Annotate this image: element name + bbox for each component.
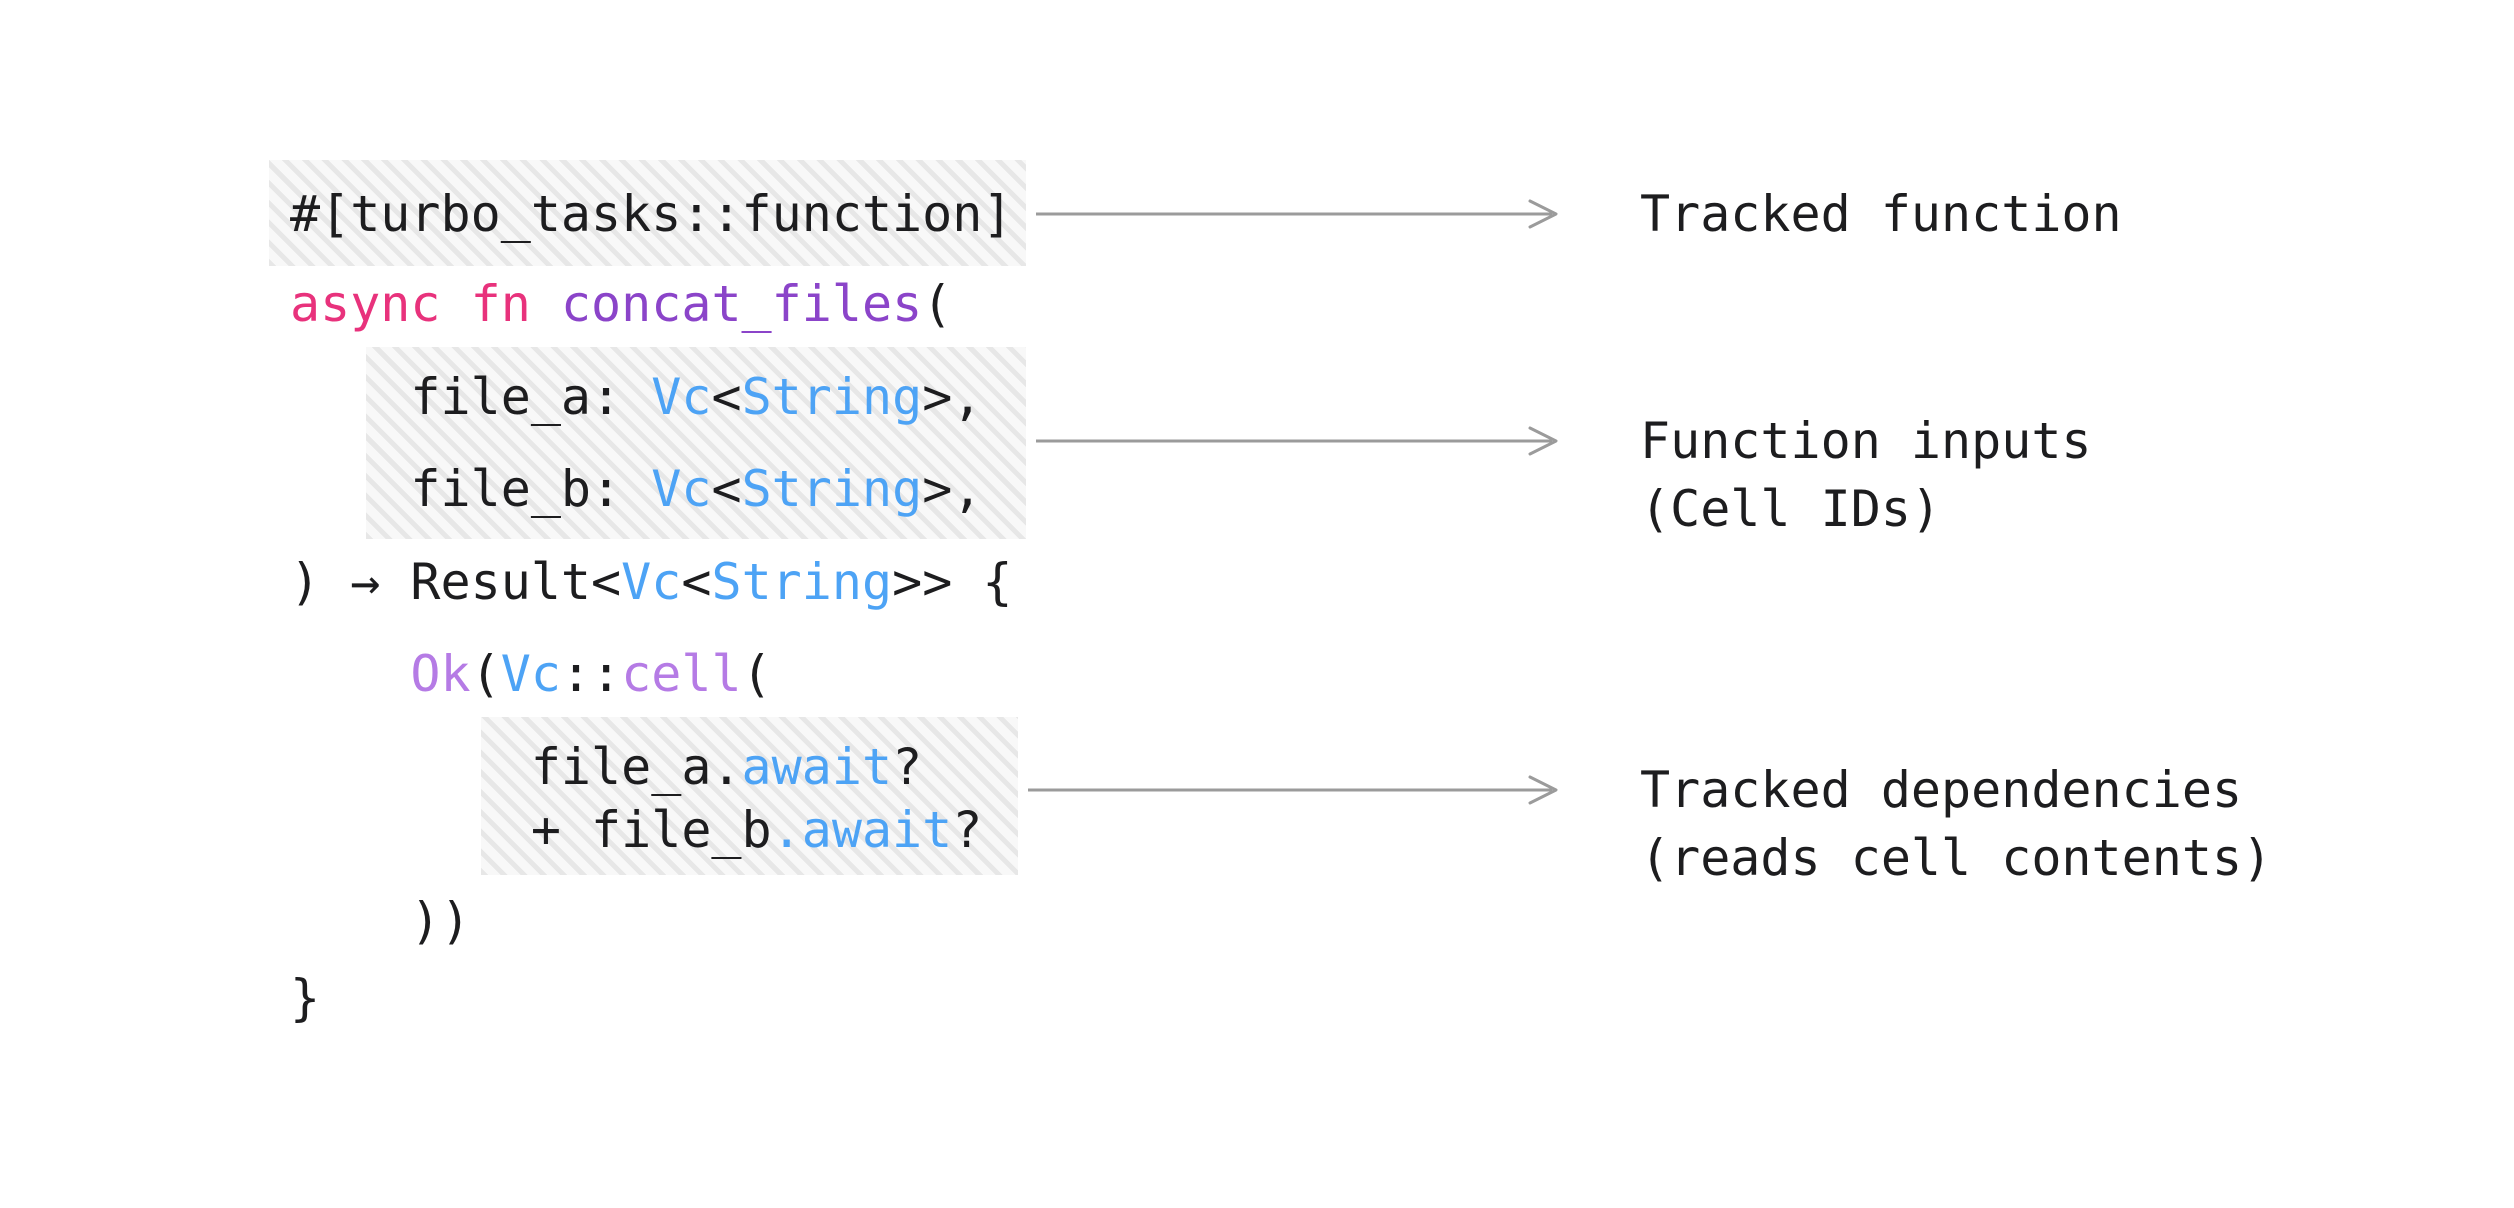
highlight-region-attribute [269,160,1026,266]
code-token: Vc [621,553,682,611]
annotation-label-line: (Cell IDs) [1640,480,1942,538]
annotation-label-line: (reads cell contents) [1640,829,2273,887]
annotation-label-line: Tracked function [1640,185,2122,243]
code-token: :: [560,645,622,703]
code-token: String [741,368,923,426]
code-token: Vc [651,368,712,426]
code-token: .await [771,801,953,859]
code-token: ? [892,738,923,796]
code-token: async fn [290,275,561,333]
annotation-label-line: Tracked dependencies [1640,761,2243,819]
code-token: ) → Result< [290,553,622,611]
code-line: Ok(Vc::cell( [290,643,772,705]
code-token: Vc [651,460,712,518]
code-token: } [290,969,321,1027]
highlight-region-inputs [366,347,1026,539]
code-token: Vc [500,645,561,703]
code-line: file_a.await? [290,736,922,798]
code-token: ( [741,645,772,703]
code-token: file_b: [290,460,652,518]
arrow-tracked-function-icon [1036,199,1558,229]
code-token: < [681,553,712,611]
code-token: file_a: [290,368,652,426]
code-token: cell [621,645,742,703]
annotation-tracked-function: Tracked function [1640,180,2122,248]
code-line: file_a: Vc<String>, [290,366,982,428]
code-token: file_a. [290,738,742,796]
code-line: + file_b.await? [290,799,983,861]
code-line: async fn concat_files( [290,273,952,335]
code-token: String [741,460,923,518]
code-token: concat_files [560,275,923,333]
arrow-function-inputs-icon [1036,426,1558,456]
code-token: ( [470,645,501,703]
code-line: ) → Result<Vc<String>> { [290,551,1013,613]
code-line: file_b: Vc<String>, [290,458,982,520]
code-token: #[turbo_tasks::function] [290,185,1013,243]
code-token: < [711,460,742,518]
code-token: < [711,368,742,426]
code-token: >> { [892,553,1013,611]
code-token: ( [922,275,953,333]
code-token [290,645,410,703]
code-token: String [711,553,893,611]
code-token: >, [922,460,983,518]
code-token: await [741,738,893,796]
annotation-tracked-dependencies: Tracked dependencies (reads cell contents… [1640,756,2272,892]
annotation-label-line: Function inputs [1640,412,2092,470]
code-line: )) [290,890,471,952]
code-line: } [290,967,320,1029]
code-line: #[turbo_tasks::function] [290,183,1012,245]
code-token: ? [952,801,983,859]
highlight-region-dependencies [481,717,1018,875]
code-token: + file_b [290,801,772,859]
code-token: Ok [410,645,471,703]
code-token: >, [922,368,983,426]
code-token: )) [290,892,471,950]
annotation-function-inputs: Function inputs (Cell IDs) [1640,407,2092,543]
arrow-tracked-dependencies-icon [1028,775,1558,805]
